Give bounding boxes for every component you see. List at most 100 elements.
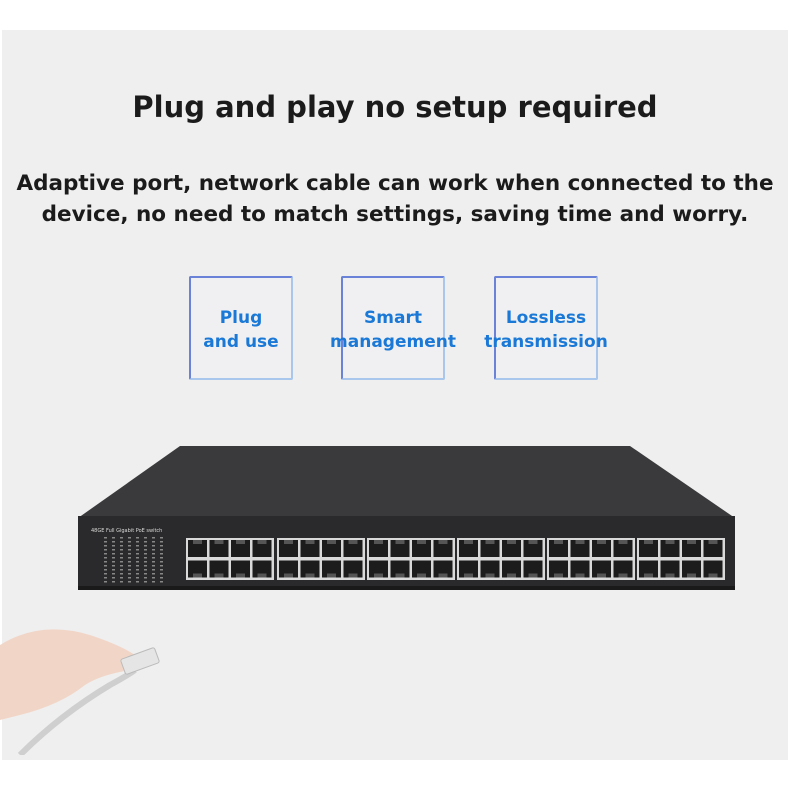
led	[144, 541, 147, 543]
ethernet-port[interactable]	[412, 540, 431, 557]
led	[152, 553, 155, 555]
ethernet-port[interactable]	[300, 560, 320, 578]
ethernet-port[interactable]	[682, 560, 701, 578]
port-latch	[464, 540, 473, 544]
port-latch	[665, 573, 675, 578]
ethernet-port[interactable]	[322, 540, 341, 557]
led	[104, 557, 107, 559]
ethernet-port[interactable]	[459, 560, 478, 578]
ethernet-port[interactable]	[188, 560, 207, 578]
led	[112, 549, 115, 551]
led	[128, 541, 131, 543]
led	[160, 537, 163, 539]
led	[160, 569, 163, 571]
led	[144, 565, 147, 567]
led	[128, 549, 131, 551]
ethernet-port[interactable]	[252, 540, 272, 557]
ethernet-port[interactable]	[549, 560, 568, 578]
ethernet-port[interactable]	[613, 540, 633, 557]
ethernet-port[interactable]	[209, 560, 229, 578]
led	[160, 549, 163, 551]
led	[112, 553, 115, 555]
ethernet-port[interactable]	[549, 540, 568, 557]
ethernet-port[interactable]	[369, 540, 388, 557]
port-latch	[644, 573, 653, 578]
port-latch	[348, 573, 358, 578]
ethernet-port[interactable]	[300, 540, 320, 557]
led	[144, 549, 147, 551]
ethernet-port[interactable]	[433, 560, 453, 578]
led	[160, 565, 163, 567]
port-latch	[193, 573, 202, 578]
ethernet-port[interactable]	[480, 540, 500, 557]
port-latch	[575, 540, 585, 544]
port-latch	[417, 540, 426, 544]
feature-line: Lossless	[505, 308, 587, 328]
ethernet-port[interactable]	[433, 540, 453, 557]
hand-holding-cable	[0, 629, 160, 755]
led	[136, 537, 139, 539]
ethernet-port[interactable]	[502, 540, 521, 557]
ethernet-port[interactable]	[279, 560, 298, 578]
led	[144, 537, 147, 539]
led	[144, 561, 147, 563]
led	[104, 577, 107, 579]
ethernet-port[interactable]	[570, 540, 590, 557]
ethernet-port[interactable]	[231, 540, 250, 557]
ethernet-port[interactable]	[639, 540, 658, 557]
ethernet-port[interactable]	[252, 560, 272, 578]
ethernet-port[interactable]	[660, 560, 680, 578]
ethernet-port[interactable]	[188, 540, 207, 557]
ethernet-port[interactable]	[369, 560, 388, 578]
led	[152, 541, 155, 543]
ethernet-port[interactable]	[231, 560, 250, 578]
port-latch	[395, 573, 405, 578]
ethernet-port[interactable]	[592, 540, 611, 557]
ethernet-port[interactable]	[390, 560, 410, 578]
ethernet-port[interactable]	[322, 560, 341, 578]
port-latch	[618, 540, 628, 544]
ethernet-port[interactable]	[412, 560, 431, 578]
led	[112, 537, 115, 539]
port-latch	[708, 573, 718, 578]
ethernet-port[interactable]	[523, 560, 543, 578]
ethernet-port[interactable]	[343, 560, 363, 578]
ethernet-port[interactable]	[703, 540, 723, 557]
led	[160, 545, 163, 547]
ethernet-port[interactable]	[502, 560, 521, 578]
led	[120, 545, 123, 547]
ethernet-port[interactable]	[459, 540, 478, 557]
led	[128, 537, 131, 539]
ethernet-port[interactable]	[343, 540, 363, 557]
ethernet-port[interactable]	[703, 560, 723, 578]
ethernet-port[interactable]	[613, 560, 633, 578]
led	[104, 537, 107, 539]
ethernet-port[interactable]	[660, 540, 680, 557]
ethernet-port[interactable]	[209, 540, 229, 557]
led	[104, 565, 107, 567]
ethernet-port[interactable]	[570, 560, 590, 578]
ethernet-port[interactable]	[390, 540, 410, 557]
ethernet-port[interactable]	[639, 560, 658, 578]
ethernet-port[interactable]	[592, 560, 611, 578]
port-latch	[528, 540, 538, 544]
led	[152, 577, 155, 579]
led	[136, 557, 139, 559]
led	[120, 565, 123, 567]
led	[144, 573, 147, 575]
led	[152, 569, 155, 571]
ethernet-port[interactable]	[682, 540, 701, 557]
background-panel	[2, 30, 788, 760]
port-latch	[193, 540, 202, 544]
description-line-1: Adaptive port, network cable can work wh…	[16, 171, 774, 196]
port-latch	[305, 540, 315, 544]
led	[152, 557, 155, 559]
port-array	[186, 538, 725, 580]
ethernet-port[interactable]	[279, 540, 298, 557]
port-latch	[236, 573, 245, 578]
ethernet-port[interactable]	[480, 560, 500, 578]
ethernet-port[interactable]	[523, 540, 543, 557]
led	[128, 561, 131, 563]
switch-top	[78, 446, 735, 518]
description-line-2: device, no need to match settings, savin…	[41, 202, 749, 227]
